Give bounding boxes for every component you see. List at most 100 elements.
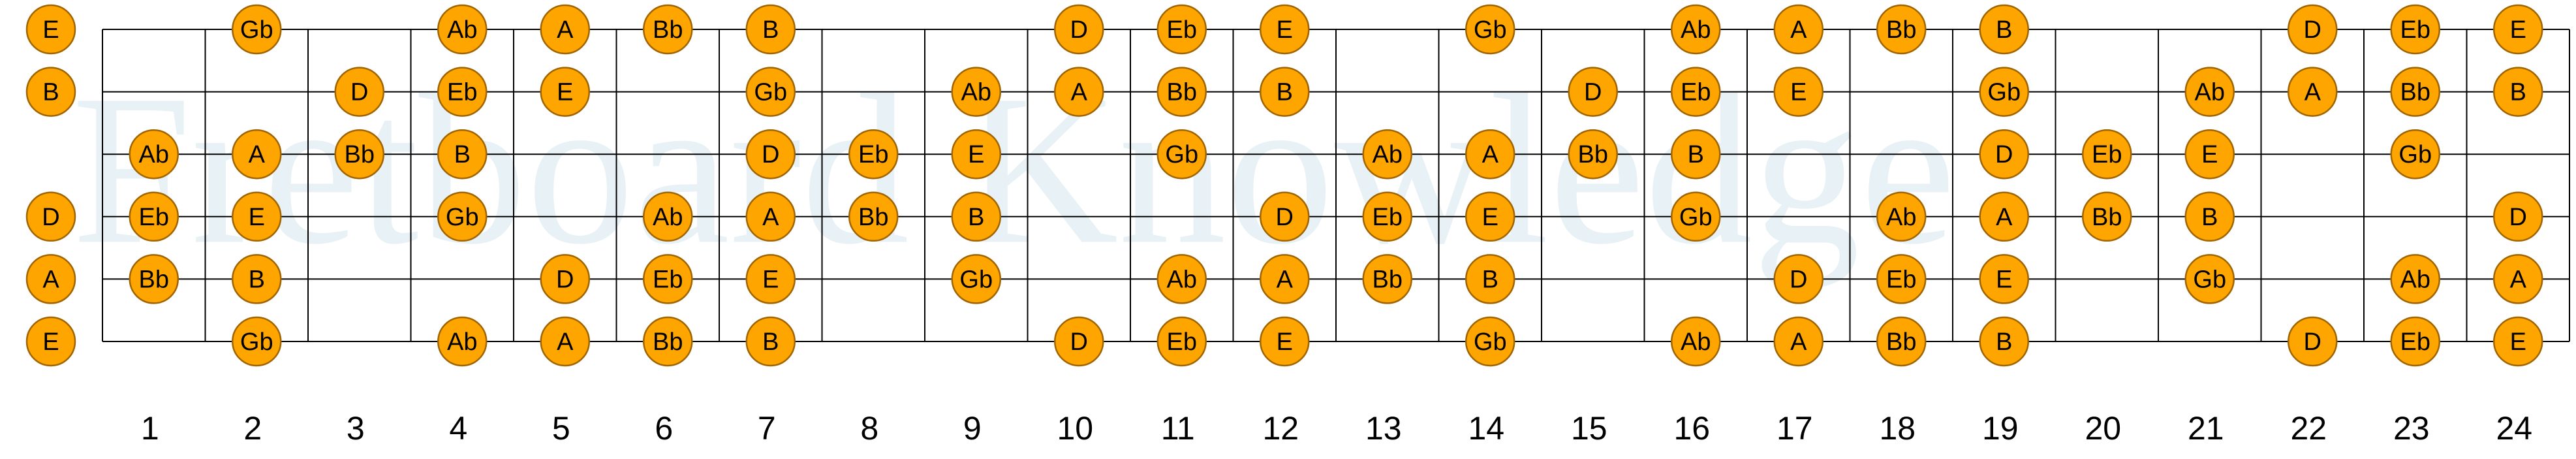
note-label: Gb [2193,266,2226,293]
note-circle [643,316,693,367]
note-circle [951,67,1001,117]
fret-note: Eb [437,67,488,117]
note-label: Gb [1474,16,1507,44]
note-circle [1054,67,1104,117]
note-label: B [2201,204,2218,231]
fret-note: D [540,254,590,304]
fret-note: Gb [951,254,1001,304]
fret-note: B [745,4,796,55]
fret-note: D [334,67,384,117]
note-circle [951,191,1001,242]
fret-note: Ab [951,67,1001,117]
fret-note: Gb [232,4,282,55]
note-label: Ab [447,328,477,356]
note-circle [643,191,693,242]
fret-note: Gb [1465,316,1515,367]
note-circle [1876,316,1927,367]
note-circle [1465,129,1515,180]
note-label: B [454,141,471,168]
note-circle [1260,67,1310,117]
note-label: Bb [653,328,683,356]
note-label: D [2509,204,2527,231]
fret-note: D [2493,191,2543,242]
fret-note: E [2493,4,2543,55]
note-label: Eb [1886,266,1916,293]
note-circle [745,191,796,242]
fret-note: A [2288,67,2338,117]
fret-note: B [1260,67,1310,117]
note-label: Ab [653,204,683,231]
note-circle [1671,4,1721,55]
open-string-note: D [25,191,76,242]
note-circle [1156,316,1207,367]
fret-note: B [1979,4,2029,55]
note-circle [643,254,693,304]
note-circle [1362,129,1412,180]
note-circle [1773,316,1823,367]
note-label: E [557,79,573,106]
fret-note: B [1465,254,1515,304]
fret-note: Bb [1362,254,1412,304]
fret-note: D [2288,4,2338,55]
note-label: D [350,79,368,106]
note-circle [1979,254,2029,304]
note-circle [437,316,488,367]
note-label: E [2510,16,2526,44]
note-label: E [2510,328,2526,356]
note-circle [1979,129,2029,180]
fret-number: 13 [1365,410,1402,447]
fret-number: 4 [449,410,467,447]
note-circle [25,316,76,367]
fret-note: A [540,316,590,367]
note-label: Gb [240,328,273,356]
note-label: Ab [1681,16,1711,44]
fret-number: 23 [2393,410,2430,447]
fret-note: Eb [2082,129,2132,180]
fret-note: E [1465,191,1515,242]
fret-note: Eb [1156,316,1207,367]
note-label: Gb [446,204,479,231]
note-label: D [556,266,574,293]
fret-note: Bb [2390,67,2440,117]
note-circle [643,4,693,55]
note-label: E [1996,266,2012,293]
fret-note: Gb [1979,67,2029,117]
note-circle [25,67,76,117]
note-label: D [1070,328,1088,356]
fret-note: Bb [848,191,899,242]
note-circle [2493,316,2543,367]
note-label: Eb [2092,141,2122,168]
note-circle [2493,191,2543,242]
note-label: A [1790,16,1807,44]
fret-note: B [232,254,282,304]
fretboard-grid [102,29,2570,342]
note-label: A [249,141,266,168]
fret-note: D [1054,4,1104,55]
note-circle [2493,4,2543,55]
note-label: Ab [1373,141,1403,168]
note-circle [2288,67,2338,117]
note-circle [25,4,76,55]
note-circle [848,129,899,180]
fret-note: Ab [2184,67,2235,117]
note-label: D [2304,328,2321,356]
fret-note: D [1979,129,2029,180]
note-label: Eb [1373,204,1403,231]
note-label: E [762,266,779,293]
note-circle [129,254,179,304]
note-label: Ab [2195,79,2225,106]
note-circle [232,254,282,304]
fret-number: 5 [552,410,570,447]
fret-note: E [1979,254,2029,304]
note-circle [951,254,1001,304]
fret-number: 3 [347,410,365,447]
fret-note: D [1568,67,1618,117]
note-circle [25,254,76,304]
fret-note: Bb [643,4,693,55]
note-circle [2390,316,2440,367]
note-label: Ab [1167,266,1197,293]
note-circle [1260,191,1310,242]
note-circle [745,254,796,304]
note-circle [129,191,179,242]
